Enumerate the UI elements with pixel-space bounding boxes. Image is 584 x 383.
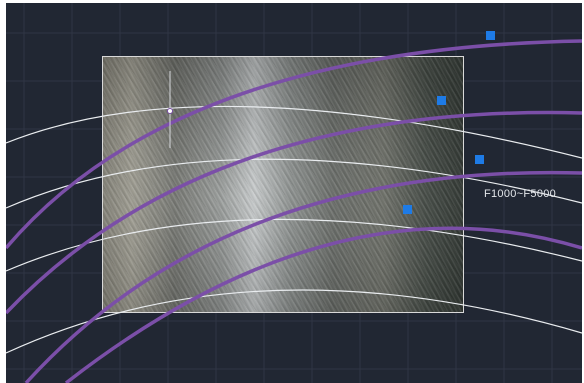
reference-curve-1 [6,105,582,159]
reference-curve-2 [6,158,582,209]
focus-curve-2[interactable] [6,110,582,315]
reference-curve-4 [6,289,582,354]
drawing-canvas[interactable]: F1000~F5000 [6,3,582,383]
curve-point[interactable] [167,108,173,114]
curves-layer [6,31,582,383]
handle-4[interactable] [403,205,412,214]
handle-1[interactable] [486,31,495,40]
range-label: F1000~F5000 [484,188,557,200]
focus-curve-3[interactable] [24,170,582,383]
focus-curve-4[interactable] [64,226,582,383]
focus-curve-1[interactable] [6,39,582,250]
handle-3[interactable] [475,155,484,164]
reference-curve-3 [6,218,582,272]
handle-2[interactable] [437,96,446,105]
metal-texture-image[interactable] [102,56,464,313]
